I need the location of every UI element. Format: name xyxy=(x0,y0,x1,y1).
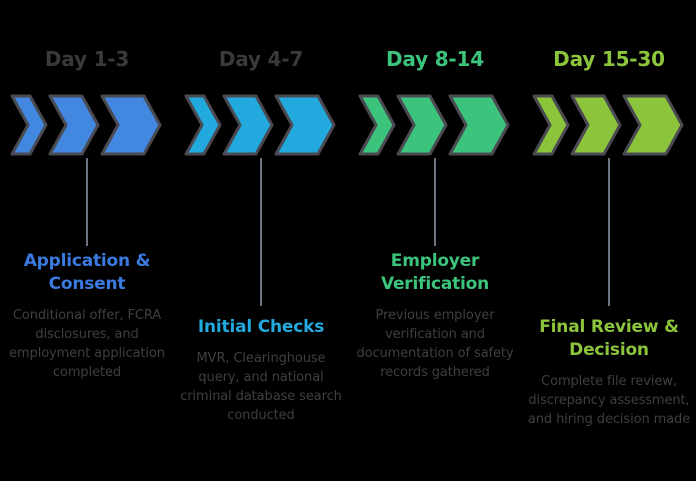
timeline-step-3: Day 8-14 Employer Verification Previous … xyxy=(348,0,522,481)
timeline-step-2: Day 4-7 Initial Checks MVR, Clearinghous… xyxy=(174,0,348,481)
step-title-4: Final Review & Decision xyxy=(539,317,679,360)
day-label-3: Day 8-14 xyxy=(386,47,484,71)
connector-line-1 xyxy=(86,158,88,246)
timeline-step-4: Day 15-30 Final Review & Decision Comple… xyxy=(522,0,696,481)
chevron-arrows-icon xyxy=(184,94,336,156)
day-label-4: Day 15-30 xyxy=(553,47,665,71)
step-description-4: Complete file review, discrepancy assess… xyxy=(527,374,691,427)
chevron-group-3 xyxy=(348,92,522,158)
step-text-block-4: Final Review & Decision Complete file re… xyxy=(526,316,692,429)
chevron-group-1 xyxy=(0,92,174,158)
connector-line-2 xyxy=(260,158,262,306)
step-title-2: Initial Checks xyxy=(197,317,325,337)
chevron-arrows-icon xyxy=(532,94,684,156)
connector-line-3 xyxy=(434,158,436,246)
day-label-2: Day 4-7 xyxy=(218,47,304,71)
day-label-1: Day 1-3 xyxy=(44,47,130,71)
step-description-2: MVR, Clearinghouse query, and national c… xyxy=(180,351,342,423)
step-text-block-3: Employer Verification Previous employer … xyxy=(352,250,518,382)
chevron-group-2 xyxy=(174,92,348,158)
chevron-arrows-icon xyxy=(358,94,510,156)
step-text-block-1: Application & Consent Conditional offer,… xyxy=(4,250,170,382)
chevron-arrows-icon xyxy=(10,94,162,156)
step-description-3: Previous employer verification and docum… xyxy=(356,308,514,380)
step-description-1: Conditional offer, FCRA disclosures, and… xyxy=(9,308,165,380)
step-title-1: Application & Consent xyxy=(23,251,151,294)
timeline-step-1: Day 1-3 Application & Consent Conditiona… xyxy=(0,0,174,481)
chevron-group-4 xyxy=(522,92,696,158)
connector-line-4 xyxy=(608,158,610,306)
step-text-block-2: Initial Checks MVR, Clearinghouse query,… xyxy=(178,316,344,425)
step-title-3: Employer Verification xyxy=(380,251,490,294)
